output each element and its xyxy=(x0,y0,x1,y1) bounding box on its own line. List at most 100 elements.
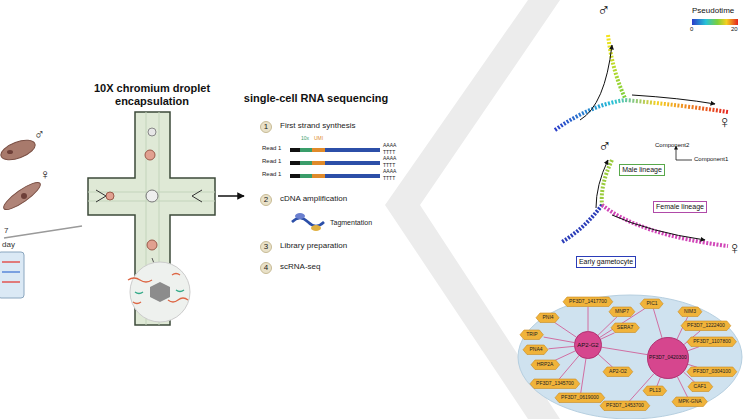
network-edge xyxy=(600,333,614,340)
label: AAAA xyxy=(383,156,396,162)
network-edge xyxy=(677,377,687,398)
node-text: PNI4 xyxy=(542,315,553,321)
network-edge xyxy=(601,347,647,354)
gene-hexagon: CAF1 xyxy=(688,382,713,392)
network-edge xyxy=(549,346,575,348)
node-text: Male lineage xyxy=(622,166,662,174)
node-text: NIM3 xyxy=(684,309,696,315)
label: ♂ xyxy=(598,136,612,157)
gene-hexagon: PF3D7_1345700 xyxy=(530,379,580,389)
node-text: HRP2A xyxy=(537,362,554,368)
network-edge xyxy=(598,354,613,367)
gene-hexagon: AP2-O2 xyxy=(603,367,633,377)
node-text: PF3D7_1222400 xyxy=(687,323,725,329)
node-text: MNP7 xyxy=(615,309,629,315)
network-edge xyxy=(657,377,660,386)
step-number: 1 xyxy=(260,121,273,134)
network-edge xyxy=(588,307,589,332)
label: 7 xyxy=(4,226,8,235)
node-text: AP2-G2 xyxy=(577,342,598,349)
node-text: PIC1 xyxy=(646,301,657,307)
hub-gene-circle: PF3D7_0420300 xyxy=(647,337,689,379)
lineage-box: Male lineage xyxy=(619,164,665,176)
node-text: 3 xyxy=(264,243,268,252)
label: AAAA xyxy=(383,169,396,175)
label: Pseudotime xyxy=(692,6,734,15)
label: TTTT xyxy=(383,150,395,156)
gene-hexagon: SERA7 xyxy=(611,323,639,333)
label: 0 xyxy=(690,26,693,33)
gene-hexagon: HRP2A xyxy=(531,360,560,370)
node-text: SERA7 xyxy=(617,325,633,331)
step-number: 4 xyxy=(260,262,273,275)
hub-gene-circle: AP2-G2 xyxy=(574,331,601,358)
label: Read 1 xyxy=(262,158,281,165)
label: TTTT xyxy=(383,176,395,182)
label: Component2 xyxy=(655,142,689,149)
network-edge xyxy=(600,309,645,338)
node-text: TRIP xyxy=(526,332,537,338)
network-edge xyxy=(688,347,699,351)
gene-hexagon: PF3D7_0619000 xyxy=(555,393,605,403)
label: ♀ xyxy=(718,112,732,133)
node-text: Female lineage xyxy=(656,203,704,211)
gene-hexagon: PL13 xyxy=(643,386,667,396)
gene-hexagon: PNI4 xyxy=(536,313,559,323)
label: ♀ xyxy=(728,238,742,259)
network-edge xyxy=(559,355,579,379)
gene-hexagon: PF3D7_1222400 xyxy=(681,321,731,331)
node-text: PF3D7_1453700 xyxy=(606,403,644,409)
gene-hexagon: MPK-GNA xyxy=(672,397,707,407)
network-edge xyxy=(555,323,577,338)
gene-hexagon: PF3D7_1417700 xyxy=(563,297,613,307)
gene-hexagon: PIC1 xyxy=(640,299,663,309)
label: ♀ xyxy=(40,166,51,182)
gene-hexagon: NIM3 xyxy=(678,307,702,317)
label: Read 1 xyxy=(262,171,281,178)
gene-hexagon: PF3D7_1453700 xyxy=(600,401,650,411)
label: 20 xyxy=(731,26,738,33)
label: ♂ xyxy=(34,126,45,142)
label: UMI xyxy=(314,136,323,142)
node-text: 1 xyxy=(264,123,268,132)
label: Library preparation xyxy=(280,241,347,250)
gene-hexagon: PNA4 xyxy=(523,345,548,355)
network-edge xyxy=(688,364,697,367)
step-number: 2 xyxy=(260,194,273,207)
label: day xyxy=(2,240,15,249)
label: Tagmentation xyxy=(330,219,372,227)
label: Component1 xyxy=(694,156,728,163)
node-text: PF3D7_1107800 xyxy=(693,339,730,345)
label: 10X chromium droplet encapsulation xyxy=(92,82,212,107)
label: TTTT xyxy=(383,163,395,169)
node-text: PF3D7_0420300 xyxy=(649,355,687,361)
node-text: PNA4 xyxy=(529,347,542,353)
node-text: CAF1 xyxy=(694,384,707,390)
step-number: 3 xyxy=(260,241,273,254)
lineage-box: Female lineage xyxy=(653,201,707,213)
node-text: AP2-O2 xyxy=(609,369,627,375)
label: 10x xyxy=(301,136,309,142)
label: AAAA xyxy=(383,143,396,149)
label: First strand synthesis xyxy=(280,121,356,130)
label: cDNA amplification xyxy=(280,194,347,203)
node-text: 2 xyxy=(264,196,268,205)
label: scRNA-seq xyxy=(280,262,320,271)
node-text: Early gametocyte xyxy=(579,258,633,266)
lineage-box: Early gametocyte xyxy=(576,256,636,268)
gene-hexagon: TRIP xyxy=(520,330,543,340)
node-text: MPK-GNA xyxy=(678,399,701,405)
node-text: PF3D7_0619000 xyxy=(561,395,599,401)
node-text: PF3D7_1417700 xyxy=(569,299,607,305)
gene-hexagon: MNP7 xyxy=(609,307,635,317)
network-edge xyxy=(544,337,575,343)
network-edge xyxy=(555,351,575,360)
node-text: 4 xyxy=(264,264,268,273)
node-text: PF3D7_1345700 xyxy=(536,381,574,387)
gene-hexagon: PF3D7_0304100 xyxy=(687,367,737,377)
label: Read 1 xyxy=(262,145,281,152)
node-text: PL13 xyxy=(649,388,661,394)
